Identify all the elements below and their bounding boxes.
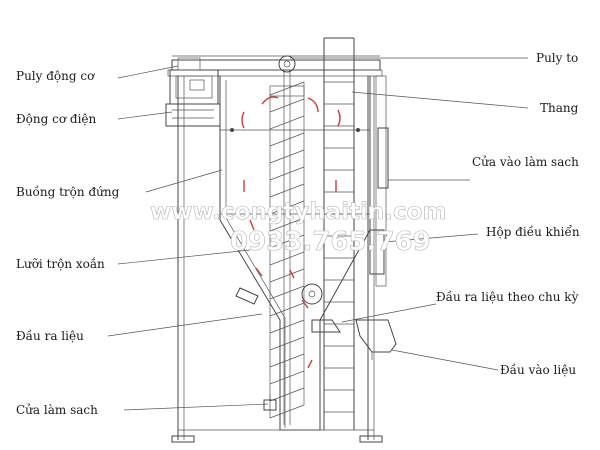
cleaning-door-right <box>377 127 389 189</box>
label-cua-vao-lam-sach: Cửa vào làm sach <box>472 155 579 169</box>
screw-flights <box>269 81 305 419</box>
outlet-left <box>235 287 259 305</box>
label-dau-vao-lieu: Đầu vào liệu <box>500 362 576 377</box>
label-dau-ra-lieu-theo-chu-ky: Đầu ra liệu theo chu kỳ <box>436 289 579 304</box>
label-dau-ra-lieu: Đầu ra liệu <box>16 328 84 343</box>
watermark-phone: 0933.765.769 <box>230 227 431 257</box>
label-puly-to: Puly to <box>536 51 578 65</box>
label-puly-dong-co: Puly động cơ <box>16 69 95 83</box>
label-buong-tron-dung: Buồng trộn đứng <box>16 184 120 199</box>
top-flange <box>167 69 383 77</box>
leader-lines <box>107 57 529 411</box>
ladder <box>323 37 355 430</box>
label-thang: Thang <box>540 101 579 115</box>
watermark-website: www.congtyhaitin.com <box>150 199 446 225</box>
top-frame-beam <box>171 59 381 71</box>
flow-arrows <box>241 96 341 369</box>
periodic-discharge <box>301 283 341 333</box>
label-cua-lam-sach: Cửa làm sach <box>16 403 98 417</box>
label-dong-co-dien: Động cơ điện <box>16 112 97 126</box>
large-pulley <box>278 55 296 73</box>
label-luoi-tron-xoan: Lưỡi trộn xoắn <box>16 256 105 271</box>
machine-drawing <box>165 37 397 443</box>
motor-assembly <box>165 57 221 127</box>
side-panels <box>369 75 389 287</box>
inlet-hopper <box>355 319 397 353</box>
label-hop-dieu-khien: Hộp điều khiển <box>486 224 580 239</box>
control-box <box>369 229 385 275</box>
